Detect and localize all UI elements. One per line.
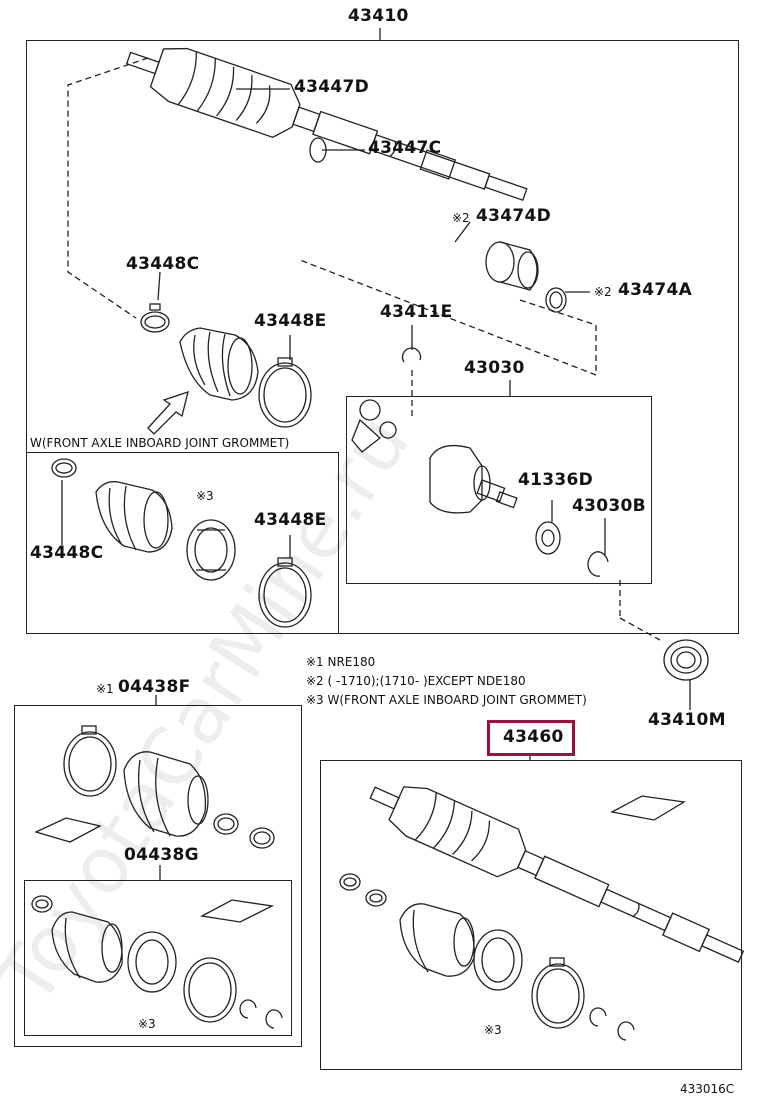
label-center-bearing: 43474D (476, 206, 552, 226)
label-clamp-outer: 43447C (368, 138, 442, 158)
label-dust-deflector: 43410M (648, 710, 726, 730)
label-shaft-assembly[interactable]: 43460 (503, 727, 564, 747)
mark-kit-inner: ※3 (138, 1017, 156, 1031)
label-inboard-joint: 43030 (464, 358, 525, 378)
diagram-code: 433016C (680, 1082, 735, 1096)
shaft-assembly-frame (320, 760, 742, 1070)
label-clamp-small: 43448C (126, 254, 200, 274)
note-1: ※1 NRE180 (306, 655, 376, 669)
label-clamp-small-2: 43448C (30, 543, 104, 563)
main-assembly-frame (26, 40, 739, 634)
label-snap-ring-e: 43411E (380, 302, 453, 322)
kit-outer-frame (14, 705, 302, 1047)
label-snap-ring-a: 43474A (618, 280, 693, 300)
kit-inner-frame (24, 880, 292, 1036)
mark-shaft: ※3 (484, 1023, 502, 1037)
note-2: ※2 ( -1710);(1710- )EXCEPT NDE180 (306, 674, 526, 688)
grommet-title: W(FRONT AXLE INBOARD JOINT GROMMET) (30, 436, 290, 450)
label-kit-inner: 04438G (124, 845, 199, 865)
shaft-assembly-highlight[interactable]: 43460 (487, 720, 575, 756)
mark-kit-outer: ※1 (96, 682, 114, 696)
grommet-frame (26, 452, 339, 633)
inboard-joint-frame (346, 396, 652, 584)
mark-center-bearing: ※2 (452, 211, 470, 225)
mark-grommet: ※3 (196, 489, 214, 503)
note-3: ※3 W(FRONT AXLE INBOARD JOINT GROMMET) (306, 693, 587, 707)
label-kit-outer: 04438F (118, 677, 191, 697)
label-snap-ring-b: 43030B (572, 496, 646, 516)
label-main-assembly: 43410 (348, 6, 409, 26)
mark-snap-ring-a: ※2 (594, 285, 612, 299)
label-oil-seal: 41336D (518, 470, 594, 490)
label-clamp-band: 43448E (254, 311, 327, 331)
label-clamp-band-2: 43448E (254, 510, 327, 530)
label-boot-outer: 43447D (294, 77, 370, 97)
